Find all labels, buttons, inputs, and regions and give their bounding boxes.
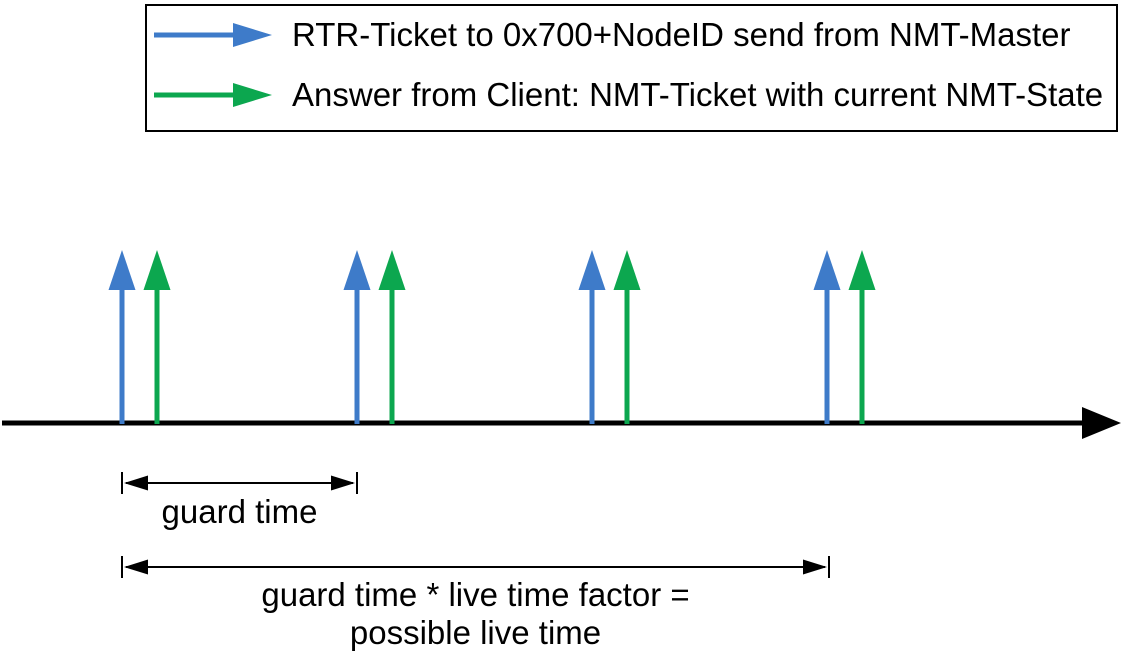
legend-item-rtr: RTR-Ticket to 0x700+NodeID send from NMT… xyxy=(153,14,1071,56)
rtr-right-arrow-icon xyxy=(153,22,272,48)
answer-event-arrow-2-head-icon xyxy=(378,250,406,290)
rtr-event-arrow-3-head-icon xyxy=(578,250,606,290)
live-time-label-line-2: possible live time xyxy=(349,614,602,651)
possible-live-time-left-arrowhead-icon xyxy=(124,559,148,575)
rtr-event-arrow-4-head-icon xyxy=(813,250,841,290)
answer-event-arrow-4-head-icon xyxy=(848,250,876,290)
guard-time-left-arrowhead-icon xyxy=(124,475,148,491)
legend-label-rtr: RTR-Ticket to 0x700+NodeID send from NMT… xyxy=(292,16,1071,53)
answer-event-arrow-1-head-icon xyxy=(143,250,171,290)
guard-time-label: guard time xyxy=(122,493,357,531)
answer-event-arrow-3-head-icon xyxy=(613,250,641,290)
timeline-arrowhead-icon xyxy=(1082,407,1121,439)
answer-right-arrow-icon xyxy=(153,82,272,108)
legend-item-answer: Answer from Client: NMT-Ticket with curr… xyxy=(153,74,1103,116)
guard-time-label-line: guard time xyxy=(161,493,318,530)
guard-time-right-arrowhead-icon xyxy=(331,475,355,491)
rtr-event-arrow-1-head-icon xyxy=(108,250,136,290)
legend-box: RTR-Ticket to 0x700+NodeID send from NMT… xyxy=(145,4,1118,132)
live-time-label-line-1: guard time * live time factor = xyxy=(261,576,690,613)
possible-live-time-right-arrowhead-icon xyxy=(803,559,827,575)
legend-label-answer: Answer from Client: NMT-Ticket with curr… xyxy=(292,76,1104,113)
possible-live-time-label: guard time * live time factor = possible… xyxy=(122,576,829,652)
rtr-event-arrow-2-head-icon xyxy=(343,250,371,290)
